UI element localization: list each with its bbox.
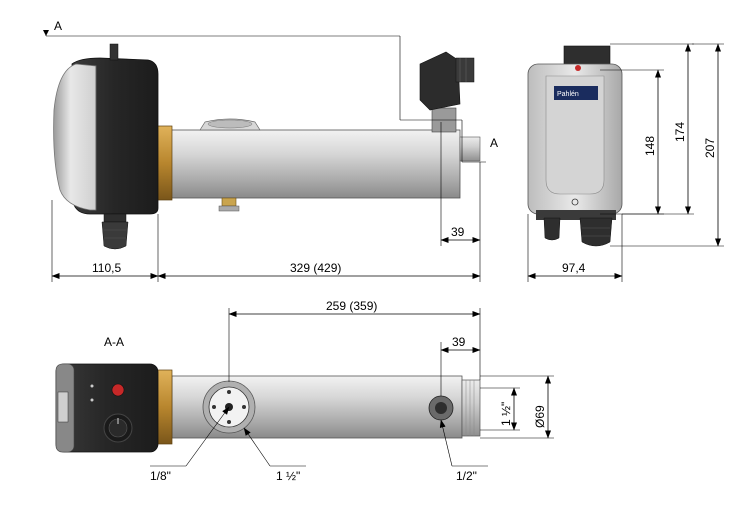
front-view: Pahlén — [527, 45, 623, 247]
cable-gland — [103, 213, 127, 223]
housing-cover — [53, 63, 97, 211]
angled-plug — [419, 51, 461, 111]
section-marker-right: A — [490, 136, 498, 150]
dim-outlet-offset-side: 39 — [451, 225, 465, 239]
front-screw — [571, 198, 579, 206]
side-view-dimensions: 110,5 329 (429) 39 — [51, 122, 481, 282]
dim-height-inner: 148 — [643, 136, 657, 156]
callout-sensor-thread: 1/8" — [150, 469, 171, 483]
dim-outlet-offset-section: 39 — [452, 335, 466, 349]
dim-front-width: 97,4 — [562, 261, 586, 275]
front-gland-right — [579, 217, 613, 247]
front-gland-left — [543, 217, 561, 241]
side-view — [53, 43, 481, 250]
tube-outlet-stub — [459, 136, 481, 162]
section-dimensions: 259 (359) 39 1 ½" Ø69 — [228, 299, 554, 439]
callouts: 1/8" 1 ½" 1/2" — [150, 406, 488, 483]
dim-left-body-width: 110,5 — [92, 261, 121, 275]
dim-height-total: 207 — [703, 138, 717, 158]
dim-height-mid: 174 — [673, 122, 687, 142]
callout-drain-thread: 1/2" — [456, 469, 477, 483]
top-pin — [109, 43, 119, 61]
section-outlet-fitting — [461, 379, 481, 437]
dim-thread-outlet: 1 ½" — [499, 402, 513, 426]
dim-outer-diameter: Ø69 — [533, 405, 547, 428]
heater-tube — [169, 129, 461, 199]
callout-inlet-thread: 1 ½" — [276, 469, 300, 483]
brand-plate — [554, 86, 598, 100]
section-line-a: A A — [43, 19, 498, 163]
dim-port-distance: 259 (359) — [326, 299, 377, 313]
section-marker-top: A — [54, 19, 62, 33]
indicator-light — [111, 383, 125, 397]
brand-plate-text: Pahlén — [557, 91, 579, 98]
section-view — [55, 363, 481, 453]
dim-tube-length: 329 (429) — [290, 261, 341, 275]
front-panel-recess — [545, 75, 605, 195]
section-view-label: A-A — [104, 335, 124, 349]
front-view-dimensions: 97,4 148 174 207 — [527, 43, 724, 282]
drain-plug — [221, 197, 237, 207]
